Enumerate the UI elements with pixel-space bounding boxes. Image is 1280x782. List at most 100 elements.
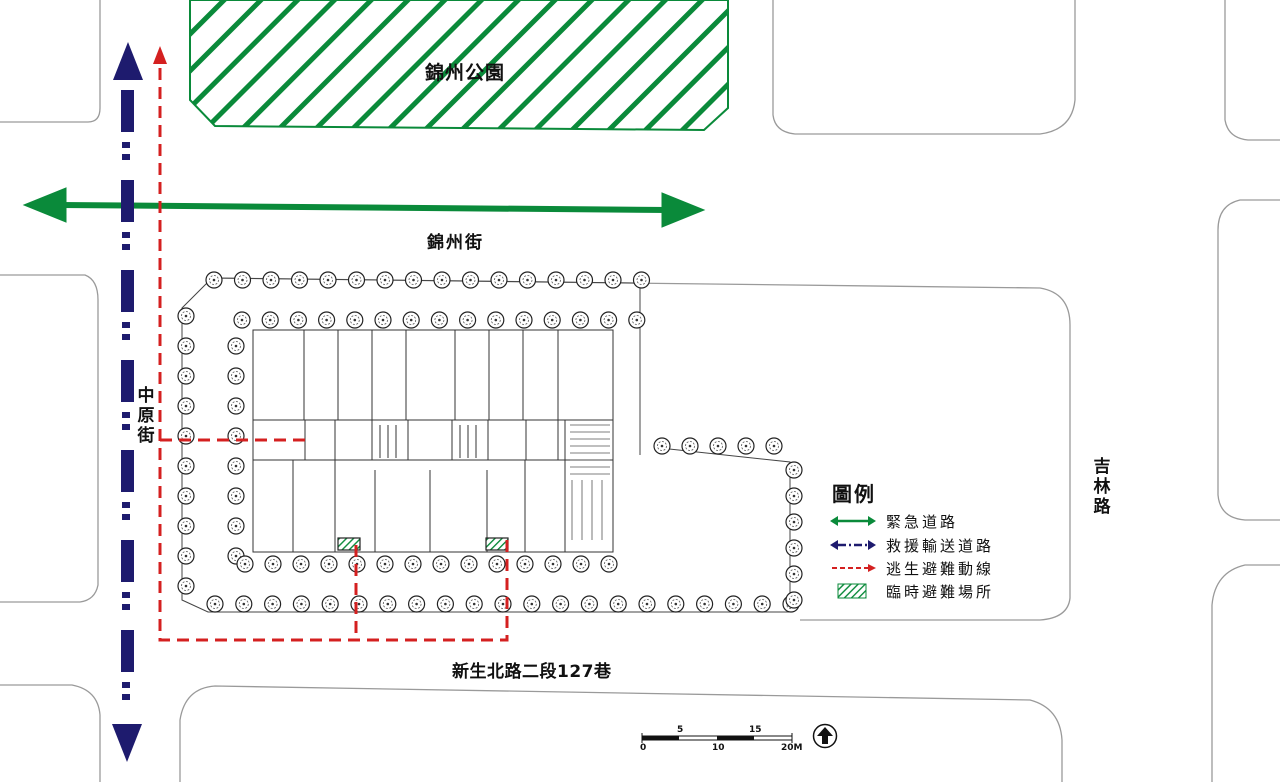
tree-icon: [785, 539, 803, 557]
tree-icon: [459, 311, 477, 329]
tree-icon: [177, 337, 195, 355]
tree-icon: [346, 311, 364, 329]
tree-icon: [227, 367, 245, 385]
tree-icon: [376, 271, 394, 289]
tree-icon: [177, 307, 195, 325]
tree-icon: [572, 555, 590, 573]
tree-icon: [487, 311, 505, 329]
top-shops: [253, 330, 613, 421]
tree-icon: [638, 595, 656, 613]
park-hatched-area: [189, 0, 729, 132]
legend-title: 圖例: [832, 482, 876, 506]
tree-icon: [289, 311, 307, 329]
tree-icon: [695, 595, 714, 613]
rescue-road-dot: [122, 514, 130, 520]
green-double-arrow-icon: [830, 516, 876, 526]
tree-row-inner: [233, 311, 646, 329]
rescue-road-dot: [122, 322, 130, 328]
scale-label-10: 10: [712, 743, 725, 753]
tree-icon: [436, 595, 454, 613]
rescue-road-dash: [121, 90, 134, 132]
tree-icon: [628, 311, 646, 329]
tree-icon: [227, 487, 245, 505]
tree-icon: [206, 595, 224, 613]
tree-icon: [785, 565, 803, 583]
tree-icon: [765, 437, 783, 455]
rescue-road-dot: [122, 682, 130, 688]
tree-icon: [490, 271, 508, 289]
north-arrow-icon: [812, 723, 838, 749]
bottom-shops: [292, 420, 566, 552]
legend-label-rescue-road: 救援輸送道路: [886, 536, 995, 555]
tree-icon: [551, 595, 570, 613]
block-center: [213, 277, 1071, 621]
tree-icon: [600, 555, 618, 573]
tree-icon: [709, 437, 727, 455]
tree-icon: [604, 271, 622, 289]
rescue-road-dash: [121, 540, 134, 582]
legend-item-emergency-road: 緊急道路: [830, 510, 958, 532]
tree-icon: [404, 555, 422, 573]
red-dashed-arrow-icon: [832, 564, 876, 572]
tree-icon: [227, 457, 245, 475]
legend-label-evacuation: 逃生避難動線: [886, 559, 995, 578]
tree-icon: [785, 513, 803, 531]
rescue-road-dash: [121, 360, 134, 402]
legend-label-shelter: 臨時避難場所: [886, 582, 995, 601]
tree-icon: [461, 271, 480, 289]
street-label-jinzhou: 錦州街: [427, 233, 484, 253]
tree-icon: [233, 271, 252, 289]
navy-dashdot-arrow-icon: [830, 540, 876, 550]
tree-icon: [236, 555, 254, 573]
tree-icon: [488, 555, 506, 573]
tree-icon: [609, 595, 627, 613]
tree-icon: [571, 311, 590, 329]
tree-icon: [227, 517, 245, 535]
tree-icon: [292, 595, 310, 613]
tree-icon: [404, 271, 423, 289]
rescue-road-dot: [122, 142, 130, 148]
tree-icon: [379, 595, 397, 613]
tree-row-left-inner: [227, 337, 245, 565]
tree-icon: [402, 311, 420, 329]
tree-icon: [580, 595, 599, 613]
scale-bar: [641, 733, 793, 743]
tree-icon: [321, 595, 339, 613]
tree-icon: [724, 595, 743, 613]
tree-icon: [785, 591, 803, 609]
tree-icon: [264, 595, 282, 613]
tree-icon: [376, 555, 394, 573]
tree-icon: [575, 271, 594, 289]
tree-icon: [264, 555, 282, 573]
tree-icon: [737, 437, 755, 455]
tree-icon: [177, 397, 195, 415]
rescue-road-arrow: [112, 42, 143, 762]
park-label: 錦州公園: [425, 62, 506, 84]
tree-icon: [653, 437, 671, 455]
legend-item-evacuation: 逃生避難動線: [830, 557, 994, 579]
tree-row-left: [177, 307, 195, 595]
entrance-marks: [337, 537, 509, 551]
tree-icon: [433, 271, 451, 289]
tree-icon: [547, 271, 565, 289]
evacuation-route: [153, 46, 509, 642]
rescue-road-dot: [122, 592, 130, 598]
rescue-road-dash: [121, 450, 134, 492]
scale-label-20m: 20M: [781, 743, 803, 753]
tree-icon: [177, 367, 195, 385]
rescue-road-dot: [122, 604, 130, 610]
tree-icon: [544, 555, 562, 573]
rescue-road-dot: [122, 334, 130, 340]
tree-icon: [262, 271, 280, 289]
rescue-road-dot: [122, 232, 130, 238]
rescue-road-dash: [121, 630, 134, 672]
tree-icon: [347, 271, 366, 289]
rescue-road-dot: [122, 244, 130, 250]
tree-icon: [465, 595, 483, 613]
scale-label-5: 5: [677, 725, 684, 735]
tree-icon: [227, 337, 245, 355]
tree-icon: [523, 595, 541, 613]
stair-grid: [570, 424, 610, 540]
rescue-road-dot: [122, 154, 130, 160]
